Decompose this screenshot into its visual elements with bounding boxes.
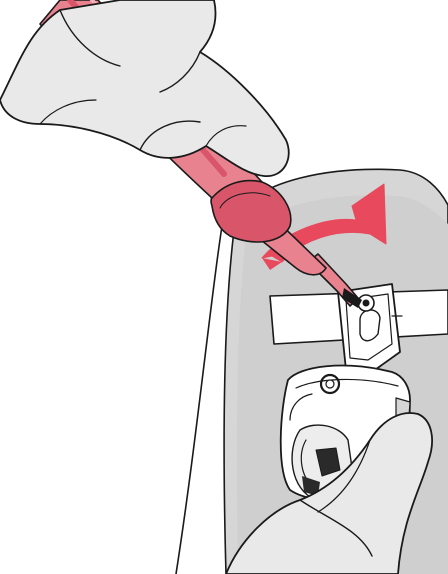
gloved-hand-icon	[0, 0, 289, 176]
upper-hand	[0, 0, 289, 176]
machine-outer-edge	[176, 180, 230, 574]
